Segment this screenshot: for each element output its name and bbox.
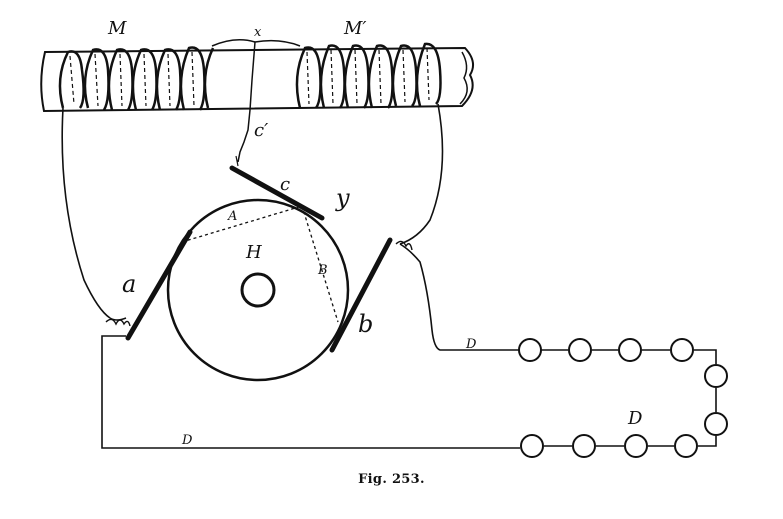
circuit-d-wire (101, 335, 717, 449)
label-a-brush: a (122, 270, 136, 298)
lamp (568, 338, 592, 362)
lamps (518, 338, 728, 458)
lamp (518, 338, 542, 362)
label-h: H (245, 242, 262, 263)
brush-connection-twists (105, 240, 413, 327)
middle-connection-wire (211, 39, 301, 163)
armature-disc (166, 198, 350, 382)
coil-m-prime (295, 42, 442, 109)
label-b-brush: b (358, 310, 373, 338)
chord-lines (181, 205, 339, 323)
figure-caption: Fig. 253. (358, 472, 425, 487)
coil-m-prime-hidden (306, 47, 430, 105)
label-b-chord: B (317, 263, 328, 278)
lamp (674, 434, 698, 458)
label-y: y (335, 184, 350, 212)
label-x: x (254, 25, 262, 40)
iron-core (40, 46, 475, 113)
label-c: c (280, 174, 290, 195)
label-m: M (107, 18, 127, 39)
lamp (572, 434, 596, 458)
label-d-right: D (465, 337, 477, 352)
lamp (618, 338, 642, 362)
brush-a (125, 229, 193, 341)
lamp (704, 412, 728, 436)
label-d-bottom: D (181, 433, 193, 448)
coil-m (58, 46, 215, 111)
coil-wires (61, 103, 520, 351)
coil-m-hidden (69, 51, 195, 107)
label-a-chord: A (227, 209, 237, 224)
lamp (704, 364, 728, 388)
label-d-bottom-right: D (627, 408, 643, 429)
brush-b (329, 237, 393, 353)
lamp (624, 434, 648, 458)
lamp (520, 434, 544, 458)
label-c-prime: c′ (254, 120, 268, 141)
lamp (670, 338, 694, 362)
brush-c (229, 165, 325, 221)
brushes (125, 165, 393, 353)
label-m-prime: M′ (343, 18, 367, 39)
